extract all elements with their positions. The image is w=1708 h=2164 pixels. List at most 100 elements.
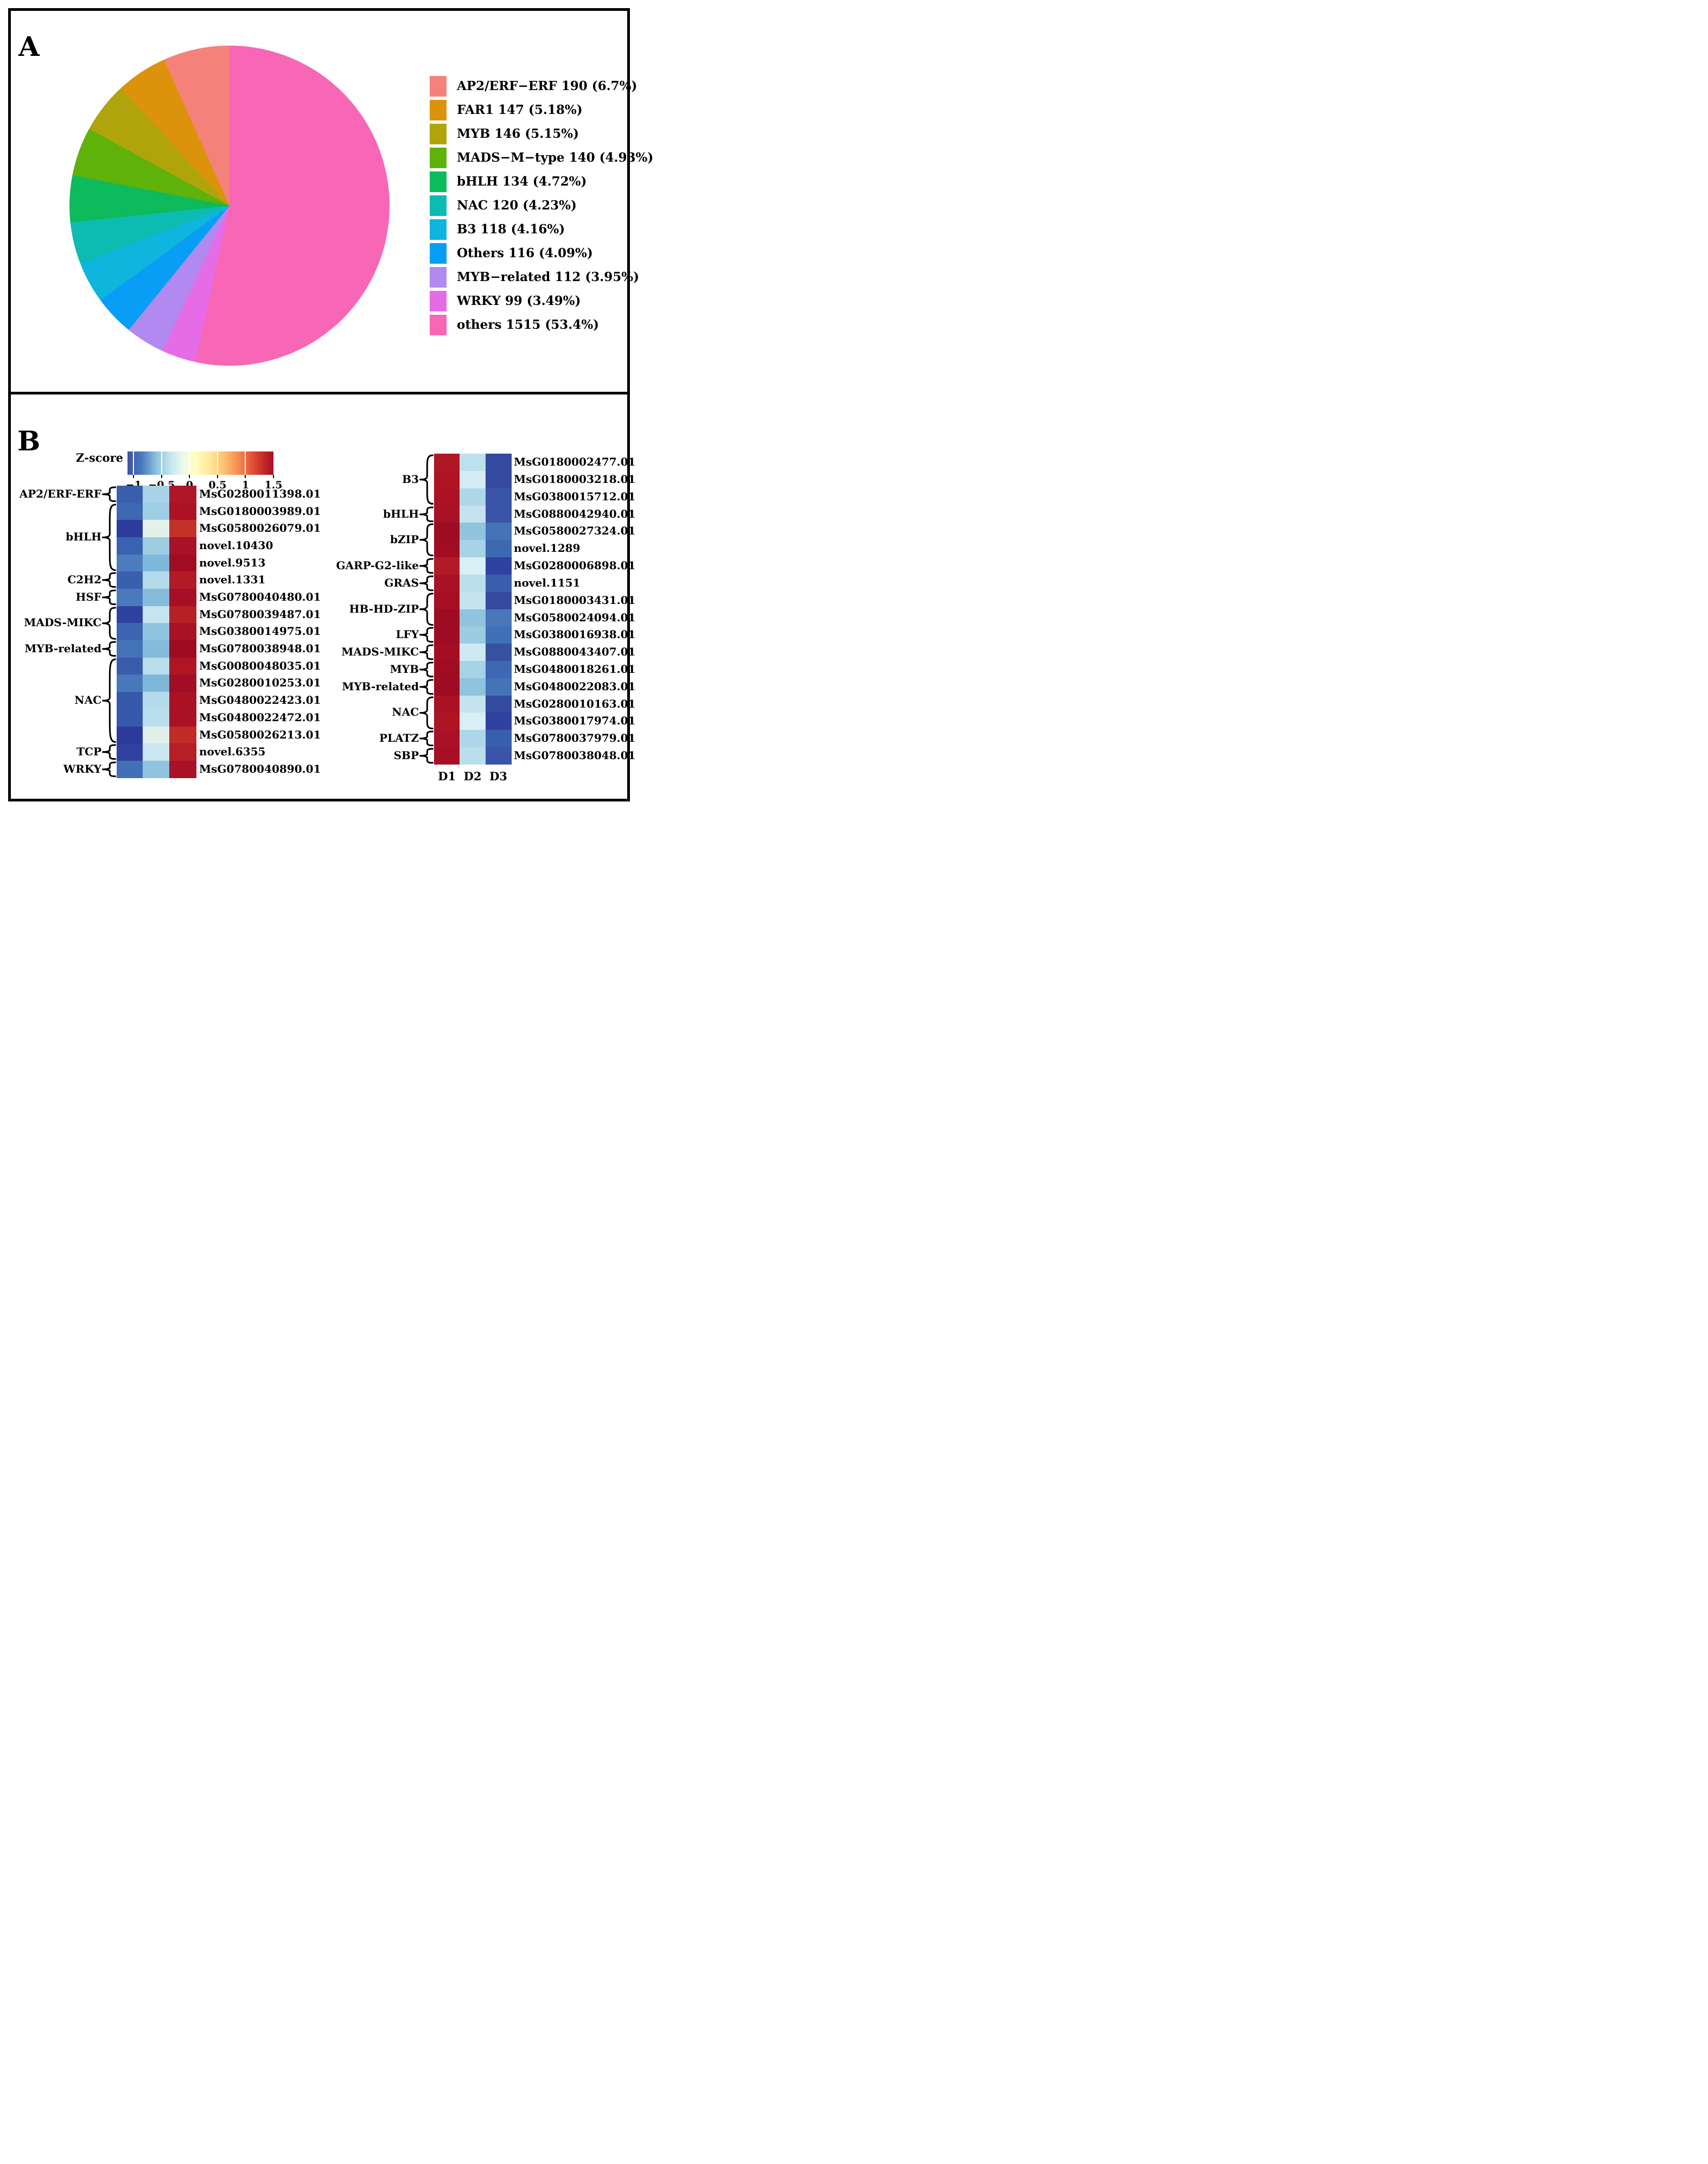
- legend-label: MADS−M−type 140 (4.93%): [457, 150, 654, 165]
- heatmap-cell: [116, 760, 143, 779]
- legend-item: Others 116 (4.09%): [430, 243, 625, 264]
- family-label: MYB-related: [24, 641, 101, 655]
- family-label: MADS-MIKC: [341, 645, 419, 659]
- gene-label: novel.1151: [514, 576, 581, 589]
- heatmap-cell: [116, 502, 143, 520]
- legend-label: MYB 146 (5.15%): [457, 126, 579, 141]
- colorbar-tickmark: [161, 475, 162, 478]
- heatmap-cell: [169, 606, 196, 623]
- heatmap-cell: [460, 609, 486, 627]
- gene-label: MsG0180003989.01: [199, 504, 321, 518]
- heatmap-cell: [434, 730, 460, 748]
- legend-swatch: [430, 243, 447, 264]
- legend-swatch: [430, 291, 447, 311]
- gene-label: MsG0380015712.01: [514, 489, 636, 503]
- legend-item: others 1515 (53.4%): [430, 315, 625, 335]
- family-label: SBP: [393, 748, 419, 762]
- heatmap-cell: [485, 488, 512, 506]
- heatmap-cell: [169, 589, 196, 607]
- gene-label: MsG0180003431.01: [514, 593, 636, 607]
- pie-legend: AP2/ERF−ERF 190 (6.7%)FAR1 147 (5.18%)MY…: [430, 76, 653, 342]
- gene-label: MsG0780038048.01: [514, 749, 636, 762]
- gene-label: MsG0380017974.01: [514, 714, 636, 728]
- gene-label: MsG0780040890.01: [199, 762, 321, 775]
- heatmap-cell: [143, 537, 170, 555]
- heatmap-cell: [143, 623, 170, 641]
- gene-label: MsG0480018261.01: [514, 662, 636, 676]
- legend-item: MYB 146 (5.15%): [430, 124, 625, 144]
- gene-label: MsG0580027324.01: [514, 524, 636, 538]
- legend-swatch: [430, 171, 447, 192]
- heatmap-cell: [460, 644, 486, 661]
- heatmap-cell: [460, 471, 486, 489]
- heatmap-cell: [485, 591, 512, 610]
- family-label: GARP-G2-like: [336, 559, 419, 572]
- family-label: LFY: [396, 628, 419, 641]
- heatmap-cell: [169, 726, 196, 744]
- colorbar-tick-label: 1.5: [264, 479, 283, 491]
- family-brace-icon: [419, 627, 434, 643]
- heatmap-cell: [143, 657, 170, 675]
- heatmap-cell: [143, 502, 170, 520]
- legend-label: B3 118 (4.16%): [457, 222, 565, 237]
- heatmap-cell: [460, 591, 486, 610]
- zscore-label: Z-score: [75, 451, 123, 464]
- colorbar-tickmark: [245, 475, 246, 478]
- family-brace-icon: [419, 506, 434, 522]
- heatmap-cell: [169, 692, 196, 710]
- legend-item: NAC 120 (4.23%): [430, 195, 625, 216]
- family-brace-icon: [102, 504, 116, 571]
- legend-swatch: [430, 219, 447, 240]
- column-label: D3: [489, 769, 507, 783]
- family-brace-icon: [419, 644, 434, 660]
- heatmap-cell: [143, 692, 170, 710]
- family-brace-icon: [419, 575, 434, 591]
- gene-label: MsG0180003218.01: [514, 473, 636, 486]
- family-brace-icon: [419, 661, 434, 678]
- gene-label: MsG0780037979.01: [514, 731, 636, 745]
- family-brace-icon: [102, 658, 116, 743]
- heatmap-cell: [116, 589, 143, 607]
- legend-item: bHLH 134 (4.72%): [430, 171, 625, 192]
- panel-b-label: B: [17, 425, 41, 457]
- gene-label: MsG0480022423.01: [199, 693, 321, 707]
- gene-label: MsG0180002477.01: [514, 455, 636, 469]
- panel-divider: [11, 392, 627, 394]
- heatmap-cell: [143, 589, 170, 607]
- heatmap-cell: [169, 640, 196, 658]
- heatmap-cell: [485, 644, 512, 661]
- heatmap-cell: [143, 520, 170, 538]
- legend-label: AP2/ERF−ERF 190 (6.7%): [457, 79, 638, 93]
- heatmap-cell: [169, 657, 196, 675]
- gene-label: MsG0380016938.01: [514, 628, 636, 641]
- legend-item: WRKY 99 (3.49%): [430, 291, 625, 311]
- family-label: TCP: [77, 745, 101, 759]
- gene-label: MsG0280010163.01: [514, 697, 636, 710]
- family-brace-icon: [419, 523, 434, 557]
- colorbar-tick-label: 1: [241, 479, 250, 491]
- legend-swatch: [430, 195, 447, 216]
- heatmap-cell: [434, 523, 460, 540]
- family-label: B3: [402, 472, 419, 486]
- gene-label: MsG0480022083.01: [514, 679, 636, 693]
- family-brace-icon: [102, 761, 116, 778]
- heatmap-cell: [169, 760, 196, 779]
- heatmap-cell: [485, 574, 512, 593]
- legend-swatch: [430, 148, 447, 168]
- family-brace-icon: [419, 679, 434, 695]
- heatmap-cell: [434, 557, 460, 575]
- heatmap-cell: [143, 726, 170, 744]
- heatmap-cell: [143, 486, 170, 504]
- family-label: NAC: [74, 693, 101, 707]
- gene-label: MsG0580026213.01: [199, 728, 321, 741]
- legend-item: MADS−M−type 140 (4.93%): [430, 148, 653, 168]
- heatmap-cell: [143, 709, 170, 727]
- heatmap-cell: [485, 505, 512, 523]
- heatmap-cell: [485, 747, 512, 765]
- gene-label: novel.1289: [514, 542, 581, 555]
- legend-label: Others 116 (4.09%): [457, 246, 593, 260]
- family-label: bHLH: [383, 507, 419, 520]
- heatmap-cell: [434, 574, 460, 593]
- legend-item: MYB−related 112 (3.95%): [430, 267, 639, 288]
- heatmap-cell: [460, 523, 486, 540]
